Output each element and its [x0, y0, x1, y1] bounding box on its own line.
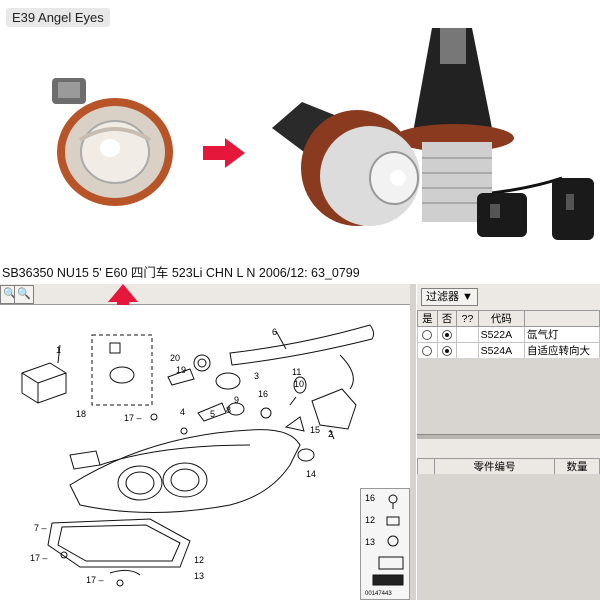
diagram-toolbar: 🔍 🔍 — [0, 284, 410, 305]
led-angel-eyes-photo — [272, 28, 594, 240]
col-part-number[interactable]: 零件编号 — [434, 458, 555, 475]
col-name — [524, 310, 600, 327]
original-lamp-photo — [52, 78, 173, 206]
options-panel: 过滤器 ▼ 是 否 ?? 代码 S522A 氙气灯 S524A 自适应转向大 — [417, 284, 600, 600]
legend-callout-12: 12 — [365, 515, 375, 525]
callout-13: 13 — [194, 571, 204, 581]
callout-12: 12 — [194, 555, 204, 565]
callout-3: 3 — [254, 371, 259, 381]
callout-2: 2 — [328, 429, 333, 439]
callout-16: 16 — [258, 389, 268, 399]
callout-6: 6 — [272, 327, 277, 337]
vehicle-caption: SB36350 NU15 5' E60 四门车 523Li CHN L N 20… — [0, 262, 600, 282]
option-code: S522A — [477, 326, 526, 343]
diagram-scrollbar[interactable] — [410, 284, 416, 600]
col-code[interactable]: 代码 — [477, 310, 526, 327]
parts-list-table: 零件编号 数量 — [417, 458, 600, 475]
callout-8: 8 — [226, 405, 231, 415]
panel-splitter[interactable] — [417, 434, 600, 439]
exploded-view-drawing: 1 6 20 19 3 11 10 9 8 5 4 17 – 16 18 15 … — [21, 324, 375, 587]
col-unknown[interactable]: ?? — [456, 310, 479, 327]
option-code: S524A — [477, 342, 526, 359]
small-parts-legend: 16 12 13 00147443 — [360, 488, 410, 600]
callout-18: 18 — [76, 409, 86, 419]
parts-diagram[interactable]: 1 6 20 19 3 11 10 9 8 5 4 17 – 16 18 15 … — [0, 305, 411, 600]
legend-callout-16: 16 — [365, 493, 375, 503]
zoom-out-icon: 🔍 — [17, 288, 31, 300]
table-row[interactable]: S524A 自适应转向大 — [417, 342, 600, 359]
legend-callout-13: 13 — [365, 537, 375, 547]
col-no[interactable]: 否 — [436, 310, 458, 327]
callout-10: 10 — [294, 379, 304, 389]
callout-17a: 17 – — [124, 413, 142, 423]
col-quantity[interactable]: 数量 — [554, 458, 600, 475]
product-banner: E39 Angel Eyes — [0, 0, 600, 258]
table-row[interactable]: S522A 氙气灯 — [417, 326, 600, 343]
col-yes[interactable]: 是 — [417, 310, 438, 327]
parts-list-empty-area — [417, 474, 600, 600]
radio-yes[interactable] — [422, 329, 433, 340]
callout-9: 9 — [234, 395, 239, 405]
option-name: 自适应转向大 — [524, 342, 600, 359]
callout-14: 14 — [306, 469, 316, 479]
radio-no[interactable] — [442, 345, 453, 356]
callout-1: 1 — [56, 345, 61, 355]
callout-15: 15 — [310, 425, 320, 435]
callout-5: 5 — [210, 409, 215, 419]
callout-11: 11 — [292, 367, 301, 377]
radio-yes[interactable] — [422, 345, 433, 356]
radio-no[interactable] — [442, 329, 453, 340]
callout-17c: 17 – — [86, 575, 104, 585]
zoom-out-button[interactable]: 🔍 — [14, 285, 34, 304]
options-table: 是 否 ?? 代码 S522A 氙气灯 S524A 自适应转向大 — [417, 310, 600, 359]
banner-title: E39 Angel Eyes — [6, 8, 110, 27]
callout-20: 20 — [170, 353, 180, 363]
callout-7: 7 – — [34, 523, 47, 533]
options-empty-area — [417, 358, 600, 434]
image-number: 00147443 — [365, 591, 392, 597]
filter-dropdown[interactable]: 过滤器 ▼ — [421, 288, 478, 306]
col-blank — [417, 458, 435, 475]
callout-17b: 17 – — [30, 553, 48, 563]
callout-4: 4 — [180, 407, 185, 417]
option-name: 氙气灯 — [524, 326, 600, 343]
zoom-in-icon: 🔍 — [3, 288, 17, 300]
callout-19: 19 — [176, 365, 186, 375]
